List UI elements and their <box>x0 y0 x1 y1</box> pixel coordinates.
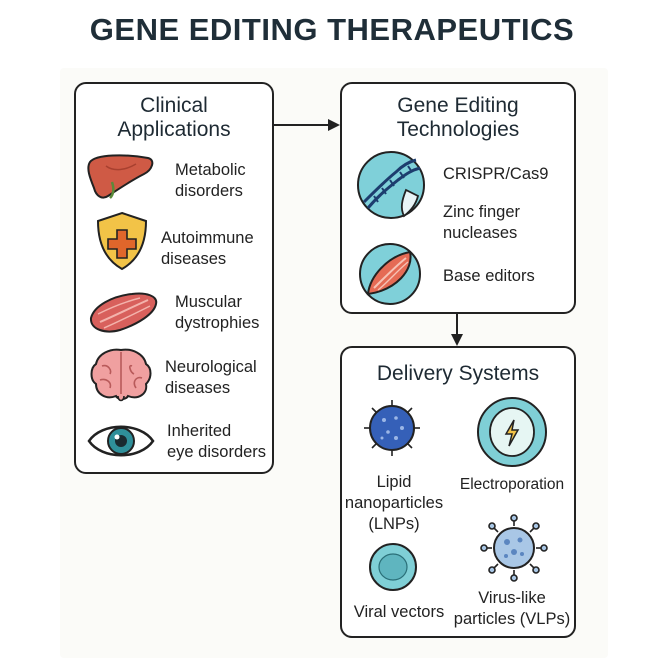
lipid-nanoparticle-icon <box>364 400 420 456</box>
virus-like-particle-icon <box>480 514 548 582</box>
brain-icon <box>90 348 152 402</box>
delivery-systems-box: Delivery Systems <box>340 346 576 638</box>
electroporation-icon <box>477 397 547 467</box>
base-editor-icon <box>359 243 421 305</box>
page-title: GENE EDITING THERAPEUTICS <box>89 12 575 47</box>
arrow-clinical-to-technologies <box>274 119 340 131</box>
eye-icon <box>87 425 155 457</box>
dna-scissors-icon <box>357 151 425 219</box>
muscle-icon <box>90 292 158 333</box>
delivery-systems-title: Delivery Systems <box>376 362 540 385</box>
arrow-technologies-to-delivery <box>451 314 463 346</box>
viral-vector-icon <box>369 543 417 591</box>
clinical-applications-title: Clinical Applications <box>117 94 231 141</box>
clinical-applications-box: Clinical Applications <box>74 82 274 474</box>
liver-icon <box>87 154 154 199</box>
shield-cross-icon <box>96 211 148 271</box>
gene-editing-technologies-title: Gene Editing Technologies <box>396 94 520 141</box>
